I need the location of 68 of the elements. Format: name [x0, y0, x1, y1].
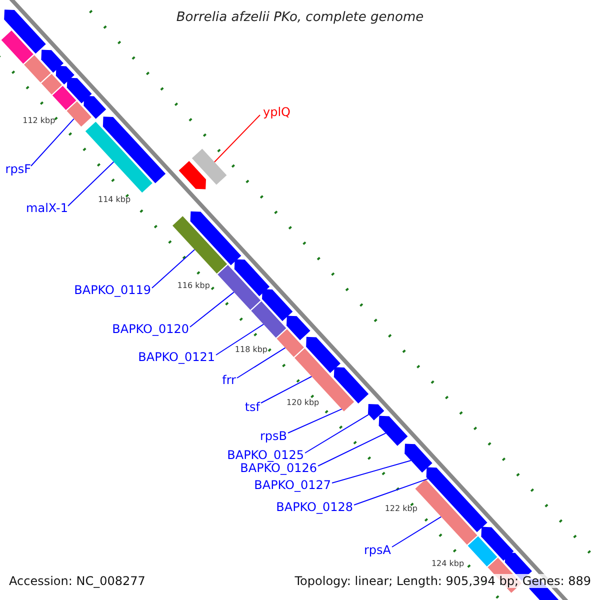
pointed-gene-block — [178, 161, 206, 190]
gene-block — [52, 86, 76, 110]
scale-label: 114 kbp — [98, 194, 131, 205]
pointed-gene-block — [56, 66, 74, 84]
scale-label: 118 kbp — [234, 344, 268, 355]
accession-text: Accession: NC_008277 — [9, 574, 146, 588]
gene-label: yplQ — [263, 105, 290, 119]
gene-block — [85, 122, 152, 193]
pointed-gene-block — [334, 367, 369, 404]
leader-line — [304, 414, 370, 454]
gene-block — [172, 216, 228, 274]
gene-label: rpsB — [260, 429, 287, 443]
leader-line — [236, 347, 286, 378]
summary-text: Topology: linear; Length: 905,394 bp; Genes: 889 — [294, 574, 591, 588]
pointed-gene-block — [4, 10, 46, 54]
gene-block — [276, 329, 304, 357]
pointed-gene-block — [234, 259, 270, 296]
gene-block — [192, 148, 227, 185]
gene-label: BAPKO_0126 — [240, 461, 317, 475]
leader-line — [216, 324, 264, 356]
gene-label: BAPKO_0120 — [112, 322, 189, 336]
scale-label: 116 kbp — [177, 280, 210, 291]
gene-block — [468, 536, 498, 566]
leader-line — [288, 408, 342, 434]
leader-line — [260, 376, 312, 404]
gene-label: rpsA — [364, 543, 391, 557]
gene-block — [66, 101, 92, 127]
pointed-gene-block — [190, 211, 242, 266]
leader-line — [152, 249, 196, 288]
gene-label: BAPKO_0125 — [227, 448, 304, 462]
leader-line — [392, 516, 442, 548]
leader-line — [214, 114, 260, 162]
pointed-gene-block — [102, 116, 166, 184]
pointed-gene-block — [481, 526, 514, 561]
leader-line — [332, 460, 412, 484]
pointed-gene-block — [368, 404, 384, 420]
leader-line — [190, 292, 234, 328]
gene-label: frr — [222, 373, 236, 387]
title: Borrelia afzelii PKo, complete genome — [176, 11, 424, 25]
gene-block — [251, 301, 286, 338]
scale-label: 112 kbp — [22, 116, 56, 126]
gene-block — [24, 55, 51, 82]
pointed-gene-block — [378, 416, 408, 446]
pointed-gene-block — [84, 96, 106, 119]
gene-label: malX-1 — [26, 201, 68, 215]
leader-line — [354, 478, 428, 506]
gene-label: BAPKO_0127 — [254, 478, 331, 492]
pointed-gene-block — [426, 467, 488, 532]
gene-block — [1, 30, 34, 64]
scale-label: 122 kbp — [384, 504, 418, 514]
pointed-gene-block — [66, 78, 92, 104]
gene-block — [415, 479, 478, 545]
gene-label: BAPKO_0121 — [138, 350, 215, 364]
leader-line — [30, 118, 74, 166]
gene-label: BAPKO_0128 — [276, 500, 353, 514]
scale-label: 120 kbp — [286, 398, 320, 408]
gene-label: BAPKO_0119 — [74, 283, 151, 297]
pointed-gene-block — [41, 50, 64, 73]
pointed-gene-block — [262, 289, 293, 322]
scale-label: 124 kbp — [431, 559, 464, 570]
pointed-gene-block — [404, 444, 432, 473]
leader-line — [68, 161, 114, 206]
pointed-gene-block — [306, 336, 340, 373]
gene-label: rpsF — [5, 162, 31, 176]
gene-block — [41, 74, 62, 94]
leader-line — [318, 432, 386, 466]
gene-block — [218, 265, 261, 310]
gene-label: tsf — [244, 400, 260, 414]
